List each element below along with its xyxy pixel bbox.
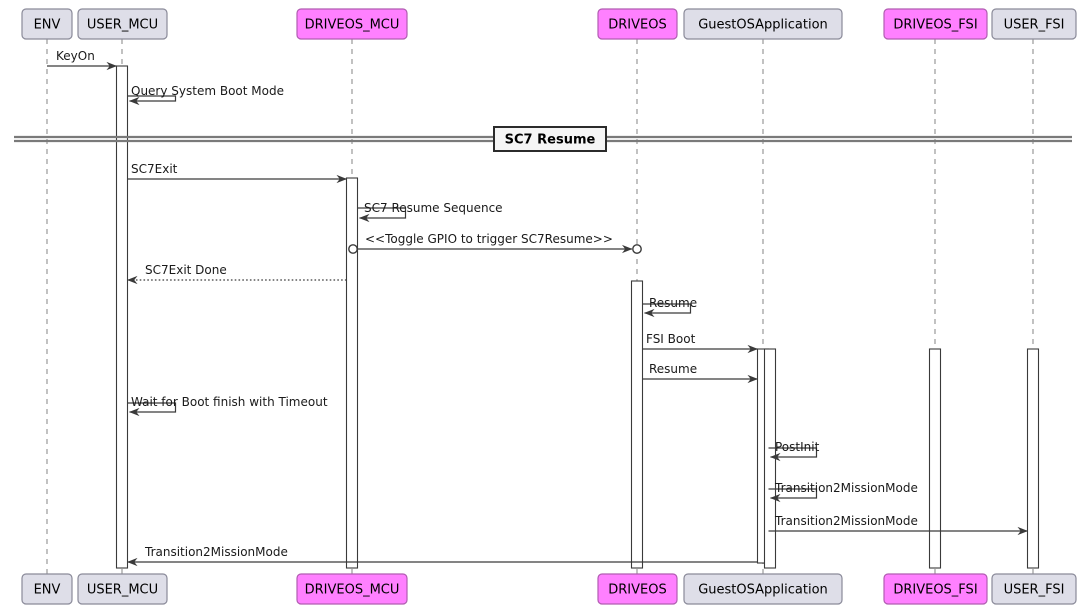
dividers-layer: SC7 Resume [14,126,1072,152]
participant-env[interactable]: ENV [21,573,73,605]
participant-box[interactable] [77,573,168,605]
message-m1: KeyOn [47,49,117,71]
message-label: PostInit [775,440,820,454]
participant-box[interactable] [597,8,678,40]
message-m3: SC7Exit [127,162,347,184]
found-message-endpoint-icon [348,244,358,254]
participant-label: GuestOSApplication [698,18,828,33]
participant-box[interactable] [21,8,73,40]
message-m14: Transition2MissionMode [127,545,758,567]
activation-bar-user_fsi [1026,348,1040,569]
participant-label: USER_MCU [87,583,158,598]
message-label: SC7Exit [131,162,178,176]
message-m2: Query System Boot Mode [127,84,284,106]
message-line-m7 [642,303,692,318]
participant-user_mcu[interactable]: USER_MCU [77,573,168,605]
participant-user_mcu[interactable]: USER_MCU [77,8,168,40]
participant-driveos_fsi[interactable]: DRIVEOS_FSI [883,8,988,40]
participant-label: DRIVEOS_MCU [305,18,400,33]
message-label: Wait for Boot finish with Timeout [131,395,328,409]
participant-user_fsi[interactable]: USER_FSI [991,573,1077,605]
message-label: Transition2MissionMode [774,481,918,495]
message-label: Query System Boot Mode [131,84,284,98]
message-line-m4 [357,207,407,223]
participant-box[interactable] [883,573,988,605]
message-line-m2 [127,95,177,106]
participant-box[interactable] [296,8,408,40]
activation-bar-driveos [630,280,644,569]
message-label: Resume [649,296,697,310]
participant-label: USER_MCU [87,18,158,33]
message-m6: SC7Exit Done [127,263,347,285]
activation-bar-driveos_mcu [345,177,359,569]
divider-box [493,126,607,152]
message-line-m10 [127,402,177,417]
participant-box[interactable] [683,573,843,605]
message-m12: Transition2MissionMode [768,481,918,503]
message-label: FSI Boot [646,332,696,346]
participant-driveos[interactable]: DRIVEOS [597,8,678,40]
participant-driveos[interactable]: DRIVEOS [597,573,678,605]
participant-box[interactable] [21,573,73,605]
participant-label: DRIVEOS [608,583,666,598]
participant-label: DRIVEOS [608,18,666,33]
participant-label: USER_FSI [1004,18,1065,33]
message-m4: SC7 Resume Sequence [357,201,503,223]
participant-label: DRIVEOS_FSI [893,583,977,598]
participant-label: DRIVEOS_FSI [893,18,977,33]
participant-label: ENV [34,18,61,33]
activation-bar-guestos [763,348,777,569]
message-m8: FSI Boot [642,332,758,354]
participant-user_fsi[interactable]: USER_FSI [991,8,1077,40]
lost-message-endpoint-icon [632,244,642,254]
participant-box[interactable] [597,573,678,605]
participant-guestos[interactable]: GuestOSApplication [683,8,843,40]
participant-box[interactable] [296,573,408,605]
message-label: Transition2MissionMode [774,514,918,528]
message-m5: <<Toggle GPIO to trigger SC7Resume>> [348,232,642,254]
message-label: SC7 Resume Sequence [364,201,503,215]
divider-sc7-resume: SC7 Resume [14,126,1072,152]
message-label: KeyOn [56,49,95,63]
message-line-m11 [768,447,818,462]
participant-driveos_mcu[interactable]: DRIVEOS_MCU [296,8,408,40]
message-label: SC7Exit Done [145,263,227,277]
participant-guestos[interactable]: GuestOSApplication [683,573,843,605]
participants-layer: ENV USER_MCU DRIVEOS_MCU DRIVEOS GuestOSAppl… [21,8,1077,605]
participant-label: ENV [34,583,61,598]
participant-box[interactable] [991,573,1077,605]
participant-box[interactable] [883,8,988,40]
message-m11: PostInit [768,440,820,462]
participant-driveos_mcu[interactable]: DRIVEOS_MCU [296,573,408,605]
participant-label: USER_FSI [1004,583,1065,598]
participant-driveos_fsi[interactable]: DRIVEOS_FSI [883,573,988,605]
message-m13: Transition2MissionMode [768,514,1028,536]
message-m9: Resume [642,362,758,384]
activation-bar-driveos_fsi [928,348,942,569]
message-m7: Resume [642,296,697,318]
message-line-m12 [768,488,818,503]
participant-box[interactable] [991,8,1077,40]
message-m10: Wait for Boot finish with Timeout [127,395,328,417]
participant-box[interactable] [77,8,168,40]
message-label: Transition2MissionMode [144,545,288,559]
participant-label: GuestOSApplication [698,583,828,598]
message-label: Resume [649,362,697,376]
participant-box[interactable] [683,8,843,40]
participant-label: DRIVEOS_MCU [305,583,400,598]
activation-bar-user_mcu [115,65,129,569]
message-label: <<Toggle GPIO to trigger SC7Resume>> [365,232,613,246]
participant-env[interactable]: ENV [21,8,73,40]
divider-label: SC7 Resume [505,133,596,148]
